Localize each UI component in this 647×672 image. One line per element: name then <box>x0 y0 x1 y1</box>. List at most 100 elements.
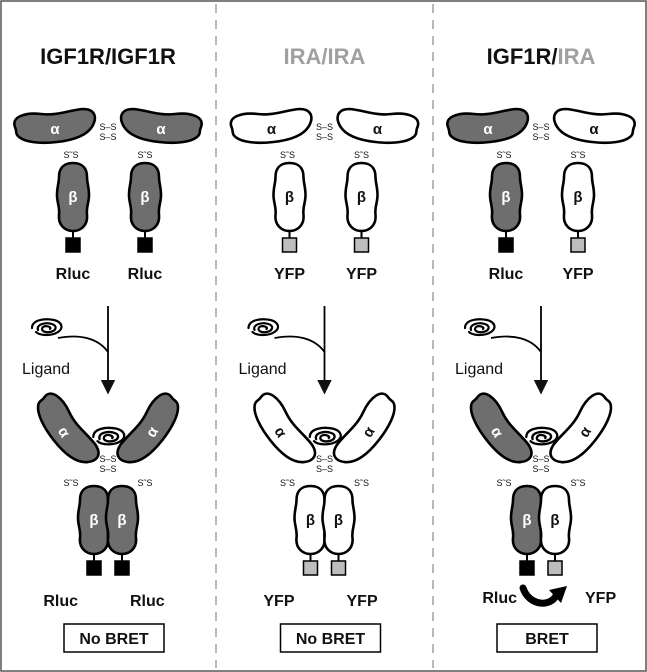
beta-label: β <box>522 512 531 529</box>
beta-subunit: β <box>129 163 161 231</box>
disulfide-label: S–S <box>316 122 333 132</box>
beta-subunit: β <box>346 163 378 231</box>
disulfide-label: S–S <box>99 454 116 464</box>
tag-label-left: Rluc <box>489 266 524 283</box>
ligand-bind-curve <box>58 337 108 352</box>
disulfide-label: S–S <box>532 464 549 474</box>
disulfide-label: S–S <box>316 464 333 474</box>
disulfide-label: S–S <box>532 454 549 464</box>
alpha-label: α <box>267 121 277 138</box>
ligand-icon <box>93 428 124 445</box>
tag-box <box>520 561 534 575</box>
ligand-coil <box>32 319 61 335</box>
beta-subunit: β <box>490 163 522 231</box>
beta-label: β <box>573 189 582 206</box>
panel-title: IGF1R/IRA <box>487 44 596 69</box>
beta-label: β <box>357 189 366 206</box>
tag-label-left: Rluc <box>482 590 517 607</box>
ligand-coil <box>465 319 494 335</box>
beta-subunit: β <box>274 163 306 231</box>
alpha-subunit: α <box>121 109 202 143</box>
tag-box <box>115 561 129 575</box>
panel-title: IGF1R/IGF1R <box>40 44 176 69</box>
alpha-label: α <box>589 121 599 138</box>
alpha-subunit: α <box>547 387 618 473</box>
ss-bond-label: S˜S <box>63 478 78 488</box>
alpha-subunit: α <box>14 109 95 143</box>
beta-label: β <box>117 512 126 529</box>
result-label: No BRET <box>296 631 366 648</box>
ss-bond-label: S˜S <box>570 150 585 160</box>
ligand-bind-curve <box>275 337 325 352</box>
disulfide-label: S–S <box>532 132 549 142</box>
ligand-icon <box>465 319 494 335</box>
beta-label: β <box>285 189 294 206</box>
disulfide-label: S–S <box>99 464 116 474</box>
alpha-subunit: α <box>338 109 419 143</box>
ss-bond-label: S˜S <box>137 478 152 488</box>
beta-subunit: β <box>323 486 355 554</box>
ligand-icon <box>310 428 341 445</box>
tag-box <box>571 238 585 252</box>
tag-box <box>499 238 513 252</box>
panel-title-part: IGF1R/IGF1R <box>40 44 176 69</box>
disulfide-label: S–S <box>99 132 116 142</box>
beta-subunit: β <box>57 163 89 231</box>
beta-label: β <box>501 189 510 206</box>
disulfide-label: S–S <box>316 454 333 464</box>
beta-label: β <box>68 189 77 206</box>
tag-box <box>66 238 80 252</box>
tag-box <box>332 561 346 575</box>
result-label: BRET <box>525 631 569 648</box>
beta-subunit: β <box>106 486 138 554</box>
ss-bond-label: S˜S <box>63 150 78 160</box>
alpha-subunit: α <box>464 387 535 473</box>
ss-bond-label: S˜S <box>280 150 295 160</box>
alpha-subunit: α <box>31 387 102 473</box>
tag-label-right: YFP <box>347 593 378 610</box>
panel-title-part: IRA/IRA <box>284 44 366 69</box>
alpha-label: α <box>50 121 60 138</box>
beta-subunit: β <box>562 163 594 231</box>
tag-box <box>355 238 369 252</box>
alpha-subunit: α <box>231 109 312 143</box>
tag-label-right: Rluc <box>128 266 163 283</box>
alpha-subunit: α <box>554 109 635 143</box>
alpha-subunit: α <box>247 387 318 473</box>
disulfide-label: S–S <box>316 132 333 142</box>
ligand-coil <box>249 319 278 335</box>
ligand-icon <box>526 428 557 445</box>
ligand-coil <box>310 428 341 445</box>
tag-box <box>87 561 101 575</box>
tag-label-right: YFP <box>585 590 616 607</box>
tag-label-right: YFP <box>346 266 377 283</box>
ss-bond-label: S˜S <box>354 478 369 488</box>
tag-box <box>304 561 318 575</box>
ligand-label: Ligand <box>239 361 287 378</box>
beta-label: β <box>334 512 343 529</box>
panel-title-part: IRA <box>558 44 596 69</box>
alpha-label: α <box>483 121 493 138</box>
beta-label: β <box>89 512 98 529</box>
beta-label: β <box>550 512 559 529</box>
ligand-label: Ligand <box>22 361 70 378</box>
tag-label-left: YFP <box>274 266 305 283</box>
panel-title-part: IGF1R/ <box>487 44 558 69</box>
alpha-subunit: α <box>330 387 401 473</box>
ss-bond-label: S˜S <box>570 478 585 488</box>
alpha-subunit: α <box>114 387 185 473</box>
panel-title: IRA/IRA <box>284 44 366 69</box>
tag-label-right: Rluc <box>130 593 165 610</box>
ligand-bind-curve <box>491 337 541 352</box>
ss-bond-label: S˜S <box>354 150 369 160</box>
ss-bond-label: S˜S <box>280 478 295 488</box>
ligand-label: Ligand <box>455 361 503 378</box>
alpha-label: α <box>156 121 166 138</box>
ligand-coil <box>526 428 557 445</box>
ligand-icon <box>32 319 61 335</box>
ss-bond-label: S˜S <box>496 150 511 160</box>
result-label: No BRET <box>79 631 149 648</box>
